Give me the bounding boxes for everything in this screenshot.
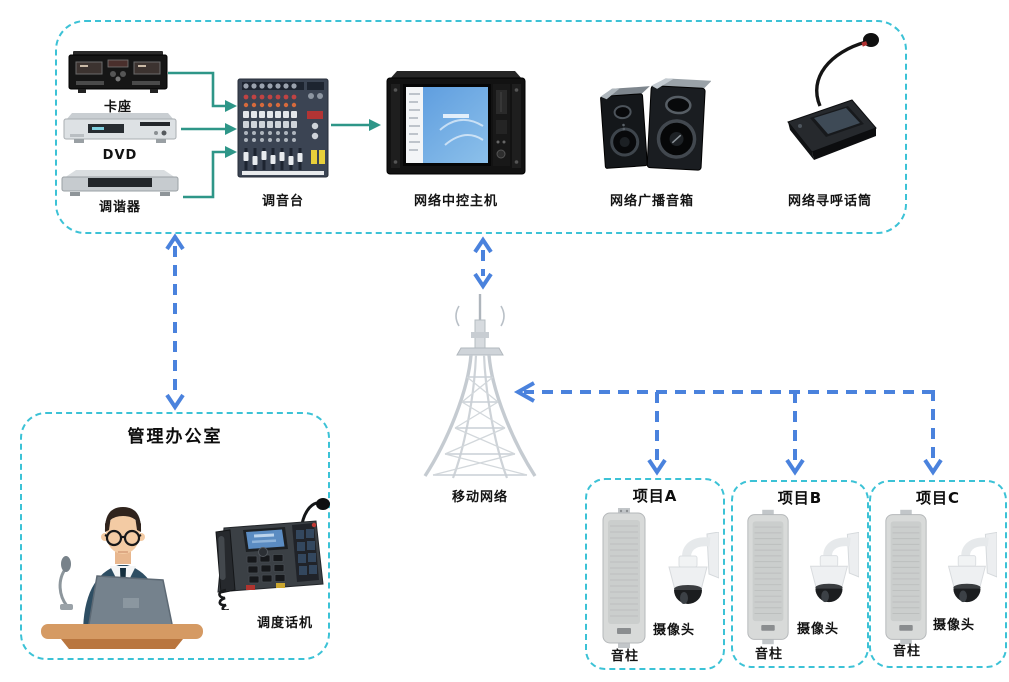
dome-camera-image — [935, 532, 997, 618]
central-host-label: 网络中控主机 — [413, 194, 498, 209]
column-speaker-image — [744, 508, 792, 646]
controlroom-office-link-arrow — [165, 233, 185, 411]
project-c-box: 项目C 摄像头 音柱 — [869, 480, 1007, 668]
dome-camera-image — [655, 532, 719, 620]
projects-to-tower-arrow — [513, 381, 933, 403]
mobile-tower-image — [415, 292, 545, 484]
paging-mic-image — [778, 30, 882, 170]
speaker-label: 音柱 — [892, 644, 921, 659]
tuner-label: 调谐器 — [98, 200, 141, 215]
tower-to-project-b-arrow — [785, 392, 805, 476]
paging-mic-label: 网络寻呼话筒 — [787, 194, 872, 209]
project-a-box: 项目A 摄像头 — [585, 478, 725, 670]
camera-label: 摄像头 — [932, 618, 975, 633]
dispatch-phone-image — [210, 492, 332, 610]
controlroom-tower-link-arrow — [473, 236, 493, 290]
project-a-title: 项目A — [632, 487, 678, 505]
speaker-label: 音柱 — [754, 647, 783, 662]
column-speaker-image — [882, 508, 930, 646]
tower-to-project-c-arrow — [923, 390, 943, 476]
mixer-label: 调音台 — [261, 194, 304, 209]
camera-label: 摄像头 — [652, 623, 695, 638]
dome-camera-image — [797, 532, 859, 618]
tower-to-project-a-arrow — [647, 392, 667, 476]
central-host-image — [385, 70, 527, 178]
tuner-image — [60, 168, 180, 198]
project-b-title: 项目B — [777, 489, 823, 507]
operator-illustration — [35, 448, 207, 650]
speaker-label: 音柱 — [610, 649, 639, 664]
office-title: 管理办公室 — [127, 427, 223, 447]
broadcast-speakers-label: 网络广播音箱 — [609, 194, 694, 209]
column-speaker-image — [599, 507, 649, 649]
control-room-box — [55, 20, 907, 234]
mixer-image — [237, 78, 329, 178]
dvd-player-image — [62, 112, 178, 146]
dvd-player-label: DVD — [102, 148, 138, 163]
dispatch-phone-label: 调度话机 — [256, 616, 313, 631]
cassette-deck-image — [68, 50, 168, 96]
mobile-network-label: 移动网络 — [451, 490, 508, 505]
broadcast-speakers-image — [593, 72, 711, 184]
project-c-title: 项目C — [915, 489, 960, 507]
project-b-box: 项目B 摄像头 音柱 — [731, 480, 869, 668]
office-box: 管理办公室 — [20, 412, 330, 660]
camera-label: 摄像头 — [796, 622, 839, 637]
cassette-deck-label: 卡座 — [103, 100, 132, 115]
